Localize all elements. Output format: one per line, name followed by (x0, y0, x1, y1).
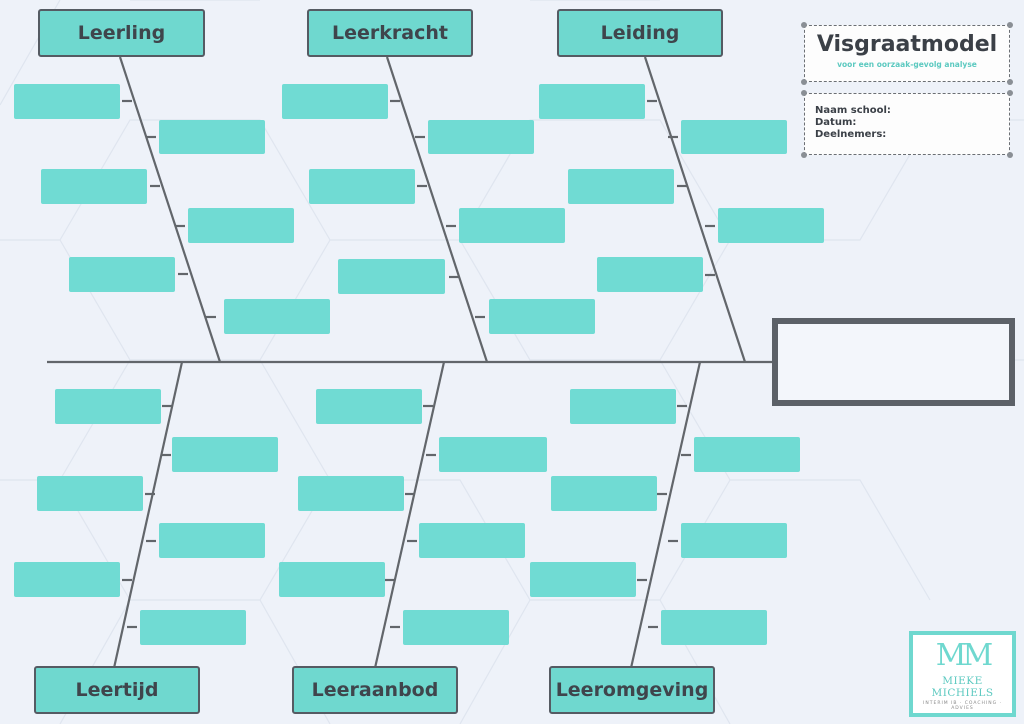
bone-leerkracht (385, 56, 489, 363)
cause-field[interactable] (597, 257, 703, 292)
cause-field[interactable] (439, 437, 547, 472)
cause-field[interactable] (489, 299, 595, 334)
cause-field[interactable] (298, 476, 404, 511)
cause-field[interactable] (55, 389, 161, 424)
cause-field[interactable] (530, 562, 636, 597)
bone-leeromgeving (629, 361, 702, 669)
cause-field[interactable] (551, 476, 657, 511)
cause-field[interactable] (718, 208, 824, 243)
diagram-title: Visgraatmodel (816, 32, 998, 57)
cause-field[interactable] (282, 84, 388, 119)
cause-field[interactable] (37, 476, 143, 511)
info-card: Naam school: Datum: Deelnemers: (804, 93, 1010, 155)
cause-field[interactable] (694, 437, 800, 472)
cause-field[interactable] (14, 562, 120, 597)
category-leerkracht: Leerkracht (307, 9, 473, 57)
cause-field[interactable] (14, 84, 120, 119)
school-name-label: Naam school: (815, 105, 891, 116)
cause-field[interactable] (661, 610, 767, 645)
cause-field[interactable] (309, 169, 415, 204)
brand-logo: MM MIEKE MICHIELS INTERIM IB · COACHING … (909, 631, 1016, 717)
bone-leeraanbod (373, 361, 446, 669)
logo-tagline: INTERIM IB · COACHING · ADVIES (923, 701, 1002, 711)
cause-field[interactable] (338, 259, 445, 294)
category-leertijd: Leertijd (34, 666, 200, 714)
cause-field[interactable] (41, 169, 147, 204)
title-card: Visgraatmodel voor een oorzaak-gevolg an… (804, 25, 1010, 82)
cause-field[interactable] (159, 120, 265, 154)
category-leeromgeving: Leeromgeving (549, 666, 715, 714)
cause-field[interactable] (459, 208, 565, 243)
cause-field[interactable] (159, 523, 265, 558)
cause-field[interactable] (419, 523, 525, 558)
category-leeraanbod: Leeraanbod (292, 666, 458, 714)
bone-leertijd (112, 361, 184, 669)
cause-field[interactable] (539, 84, 645, 119)
cause-field[interactable] (316, 389, 422, 424)
logo-name: MIEKE MICHIELS (931, 675, 994, 699)
pin-icon (1007, 79, 1013, 85)
cause-field[interactable] (570, 389, 676, 424)
cause-field[interactable] (681, 523, 787, 558)
bone-leerling (118, 56, 222, 363)
cause-field[interactable] (568, 169, 674, 204)
cause-field[interactable] (428, 120, 534, 154)
cause-field[interactable] (188, 208, 294, 243)
cause-field[interactable] (403, 610, 509, 645)
participants-label: Deelnemers: (815, 129, 887, 140)
pin-icon (801, 22, 807, 28)
pin-icon (1007, 152, 1013, 158)
cause-field[interactable] (172, 437, 278, 472)
pin-icon (1007, 22, 1013, 28)
cause-field[interactable] (69, 257, 175, 292)
pin-icon (801, 90, 807, 96)
diagram-subtitle: voor een oorzaak-gevolg analyse (837, 60, 977, 69)
pin-icon (801, 152, 807, 158)
cause-field[interactable] (279, 562, 385, 597)
mm-monogram-icon: MM (935, 638, 993, 673)
effect-box[interactable] (772, 318, 1015, 406)
cause-field[interactable] (224, 299, 330, 334)
pin-icon (801, 79, 807, 85)
category-leerling: Leerling (38, 9, 205, 57)
cause-field[interactable] (140, 610, 246, 645)
category-leiding: Leiding (557, 9, 723, 57)
bone-leiding (643, 56, 747, 363)
pin-icon (1007, 90, 1013, 96)
date-label: Datum: (815, 117, 857, 128)
cause-field[interactable] (681, 120, 787, 154)
